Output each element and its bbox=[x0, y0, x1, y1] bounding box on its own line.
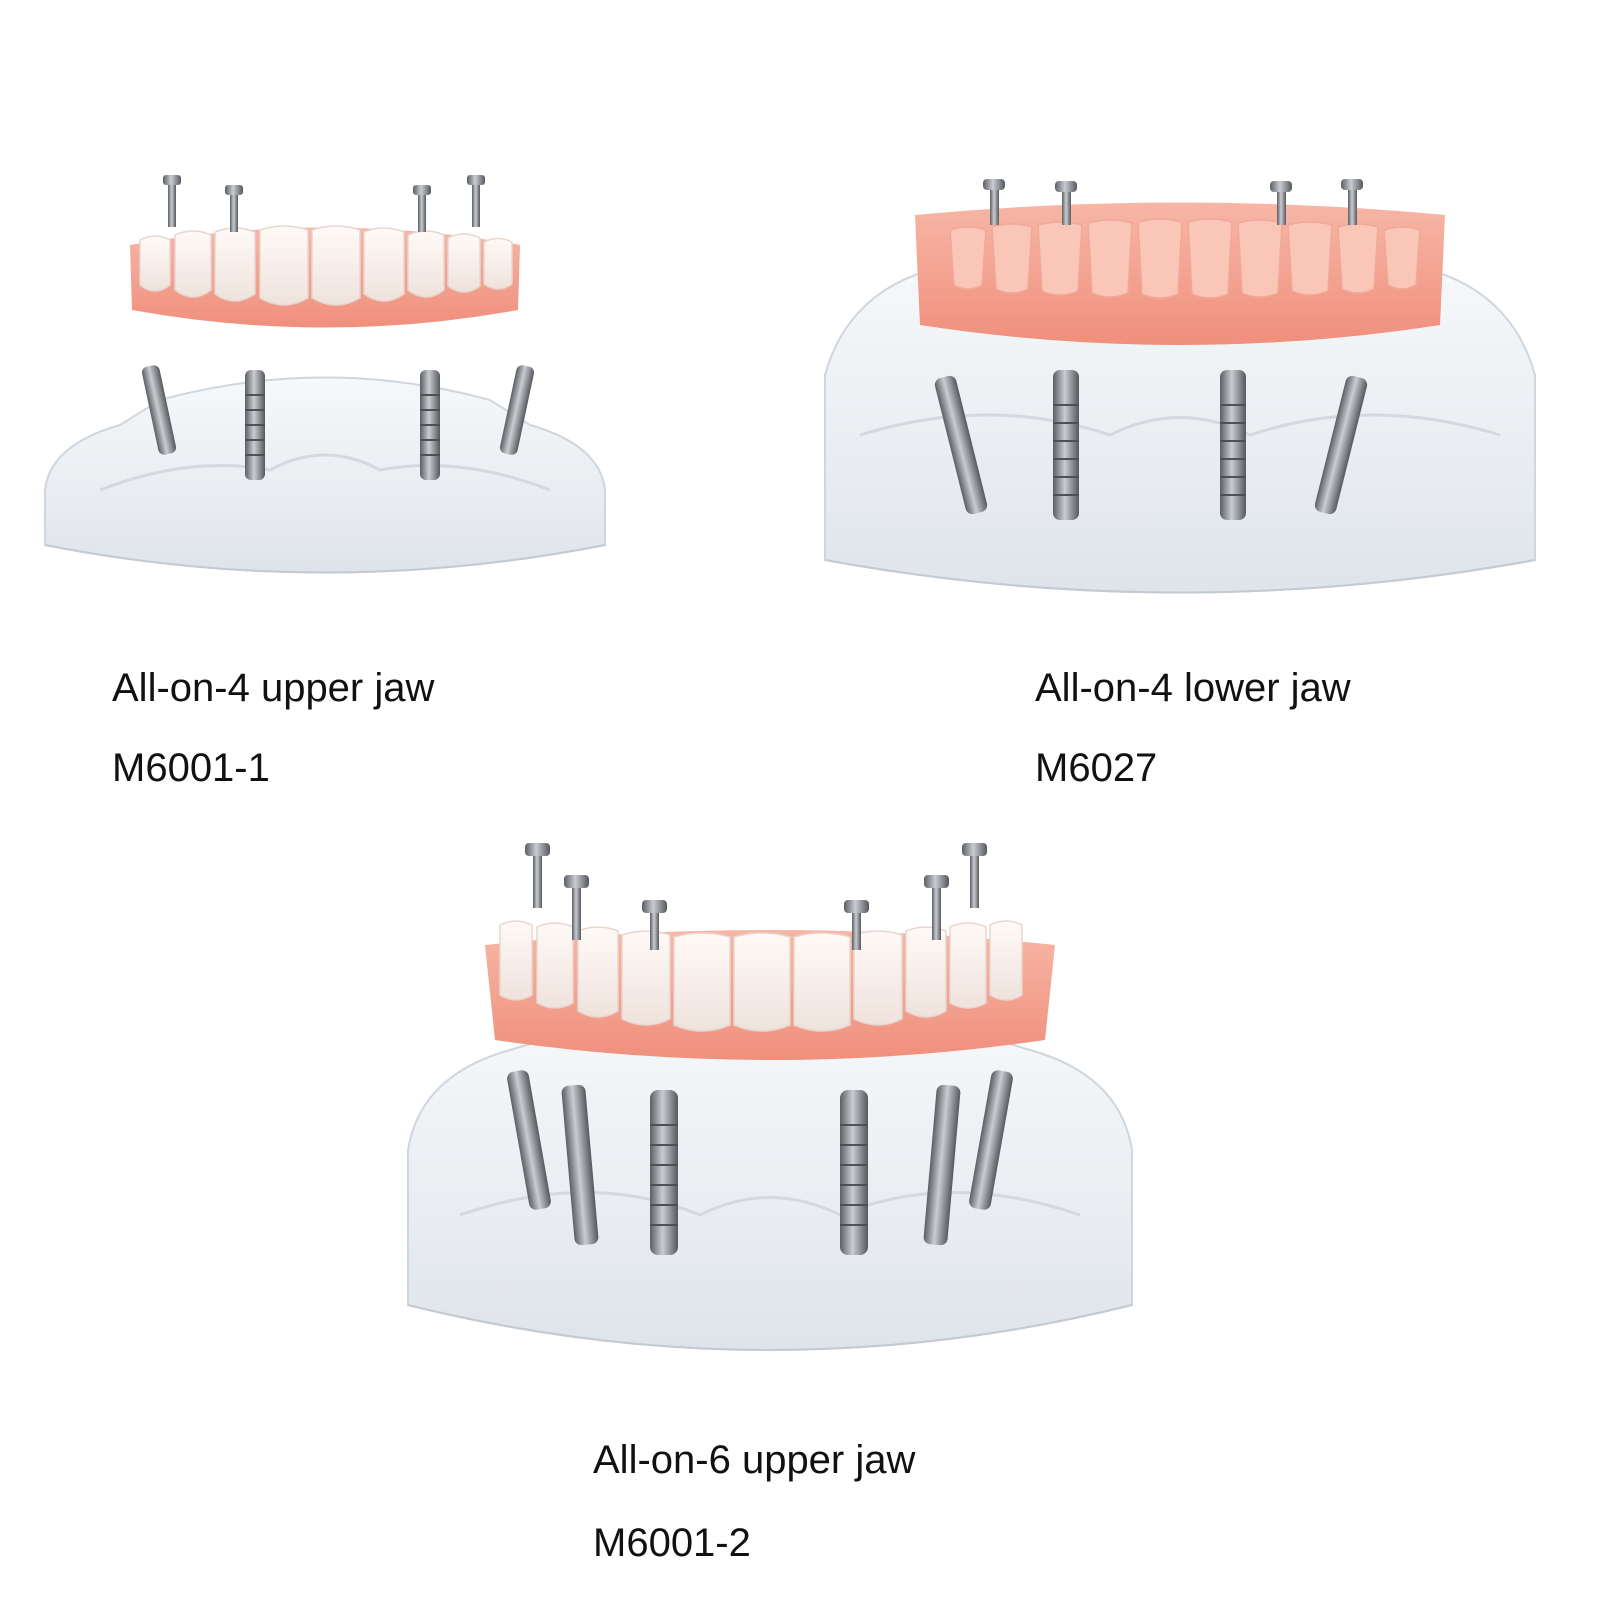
product-image-all-on-4-upper bbox=[40, 170, 610, 590]
product-name-all-on-6-upper: All-on-6 upper jaw bbox=[593, 1438, 916, 1482]
product-code-m6027: M6027 bbox=[1035, 746, 1158, 790]
product-code-m6001-1: M6001-1 bbox=[112, 746, 270, 790]
dental-model-illustration bbox=[407, 843, 1133, 1351]
product-image-all-on-6-upper bbox=[400, 835, 1140, 1395]
product-name-all-on-4-upper: All-on-4 upper jaw bbox=[112, 666, 435, 710]
product-code-m6001-2: M6001-2 bbox=[593, 1521, 751, 1565]
product-image-all-on-4-lower bbox=[820, 175, 1540, 615]
dental-model-illustration bbox=[824, 179, 1536, 594]
product-name-all-on-4-lower: All-on-4 lower jaw bbox=[1035, 666, 1351, 710]
dental-model-illustration bbox=[44, 175, 606, 574]
